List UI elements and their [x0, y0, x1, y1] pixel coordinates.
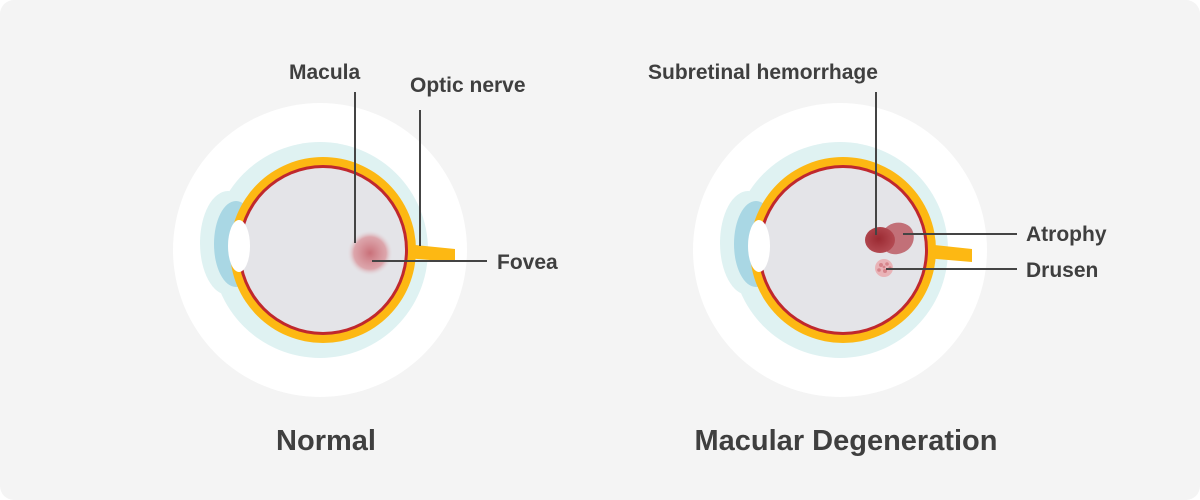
normal-title: Normal [276, 425, 376, 457]
optic-nerve-label: Optic nerve [410, 74, 526, 97]
atrophy-label: Atrophy [1026, 223, 1107, 246]
normal-vitreous [241, 168, 405, 332]
degeneration-title: Macular Degeneration [695, 425, 998, 457]
drusen-label: Drusen [1026, 259, 1098, 282]
normal-macula-spot [347, 230, 393, 276]
hemorrhage-label: Subretinal hemorrhage [648, 61, 878, 84]
degeneration-lens [748, 220, 770, 272]
degeneration-eye: Subretinal hemorrhage Atrophy Drusen Mac… [648, 61, 1107, 457]
degeneration-optic-nerve-shape [925, 244, 972, 262]
normal-optic-nerve-shape [405, 244, 455, 262]
macula-label: Macula [289, 61, 361, 84]
fovea-label: Fovea [497, 251, 558, 274]
normal-eye: Macula Optic nerve Fovea Normal [173, 61, 558, 457]
hemorrhage-spot [865, 227, 895, 253]
degeneration-vitreous [761, 168, 925, 332]
normal-lens [228, 220, 250, 272]
